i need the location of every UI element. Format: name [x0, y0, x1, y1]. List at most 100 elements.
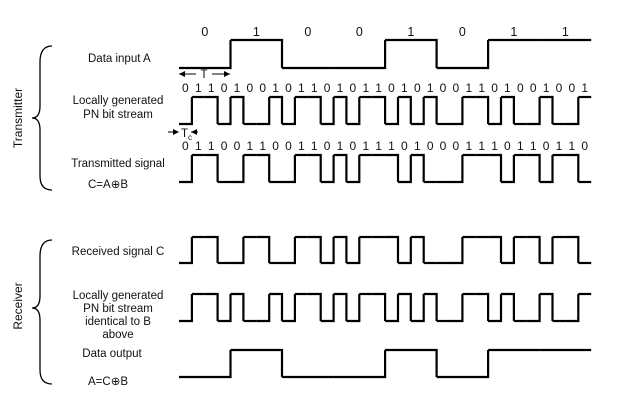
tx-bit-label: 1 [246, 139, 253, 153]
rx-pn-waveform-segment [372, 292, 387, 321]
tx-bit-label: 0 [272, 139, 279, 153]
pn-bit-label: 1 [465, 81, 472, 95]
rx-pn-waveform-segment [346, 294, 361, 323]
pn-label-line1: Locally generated [73, 95, 164, 107]
data-bit-label: 1 [562, 25, 569, 39]
tx-bit-label: 0 [453, 139, 460, 153]
rx-waveform-segment [282, 237, 296, 265]
tx-bit-label: 1 [362, 139, 369, 153]
tx-bit-label: 1 [414, 139, 421, 153]
tx-bit-label: 0 [581, 139, 588, 153]
output-label-line2: A=C⊕B [88, 376, 128, 388]
pn-waveform-segment [501, 95, 515, 124]
transmitter-brace [31, 45, 53, 191]
pn-bit-label: 0 [517, 81, 524, 95]
tx-waveform-segment [230, 155, 245, 184]
data-input-waveform-segment [436, 40, 490, 70]
tx-waveform-segment [256, 153, 271, 182]
rx-waveform-segment [230, 237, 245, 265]
pn-bit-label: 1 [581, 81, 588, 95]
output-waveform-segment [179, 350, 232, 379]
rx-label: Received signal C [72, 246, 165, 258]
rx-pn-waveform-segment [282, 294, 296, 323]
rx-waveform-segment [307, 235, 322, 263]
receiver-brace [31, 239, 53, 385]
data-input-waveform-segment [230, 38, 284, 68]
pn-bit-label: 0 [324, 81, 331, 95]
tx-bit-label: 1 [195, 139, 202, 153]
rx-pn-waveform-segment [565, 294, 580, 323]
tx-waveform-segment [282, 155, 296, 184]
pn-waveform-segment [320, 97, 335, 126]
pn-bit-label: 0 [453, 81, 460, 95]
data-bit-label: 1 [510, 25, 517, 39]
tx-waveform-segment [398, 155, 412, 184]
tx-bit-label: 0 [234, 139, 241, 153]
chip-label: Tc [181, 128, 192, 142]
pn-bit-label: 0 [221, 81, 228, 95]
tx-waveform-segment [410, 153, 425, 182]
rx-waveform-segment [501, 237, 515, 265]
pn-waveform-segment [204, 95, 219, 124]
pn-bit-label: 1 [478, 81, 485, 95]
pn-bit-label: 1 [427, 81, 434, 95]
pn-bit-label: 0 [414, 81, 421, 95]
tx-bit-label: 0 [440, 139, 447, 153]
pn-waveform-segment [449, 97, 464, 126]
pn-waveform-segment [269, 95, 284, 124]
pn-bit-label: 1 [337, 81, 344, 95]
tx-waveform-segment [346, 155, 361, 184]
rx-pn-waveform-segment [320, 294, 335, 323]
rx-waveform-segment [526, 235, 541, 263]
rx-pn-label-line1: Locally generated [73, 290, 164, 302]
pn-bit-label: 0 [440, 81, 447, 95]
pn-bit-label: 0 [556, 81, 563, 95]
rx-pn-waveform-segment [398, 292, 412, 321]
pn-bit-label: 1 [401, 81, 408, 95]
receiver-group-label: Receiver [11, 282, 25, 329]
tx-bit-label: 1 [556, 139, 563, 153]
rx-waveform [179, 235, 592, 265]
tx-waveform-segment [320, 155, 335, 184]
tx-waveform-segment [333, 153, 348, 182]
data-input-waveform [179, 38, 592, 70]
pn-bit-label: 0 [350, 81, 357, 95]
data-bit-label: 1 [253, 25, 260, 39]
transmitter-group-label: Transmitter [11, 88, 25, 148]
rx-pn-waveform-segment [501, 292, 515, 321]
pn-bit-label: 1 [311, 81, 318, 95]
tx-bit-label: 0 [543, 139, 550, 153]
tx-bit-label: 1 [491, 139, 498, 153]
output-waveform-segment [333, 350, 387, 379]
pn-bit-label: 0 [530, 81, 537, 95]
pn-bit-label: 0 [568, 81, 575, 95]
tx-bit-label: 0 [182, 139, 189, 153]
rx-waveform-segment [204, 235, 219, 263]
data-bit-label: 1 [407, 25, 414, 39]
pn-waveform-segment [372, 95, 387, 124]
data-bit-label: 0 [201, 25, 208, 39]
data-input-waveform-segment [333, 40, 387, 70]
rx-waveform-segment [346, 237, 361, 265]
tx-waveform-segment [488, 153, 503, 182]
pn-bit-label: 0 [285, 81, 292, 95]
chip-period-marker: Tc [168, 128, 198, 142]
tx-label-line2: C=A⊕B [88, 179, 128, 191]
pn-waveform-segment [307, 95, 322, 124]
rx-pn-label-line4: above [102, 329, 133, 341]
tx-waveform-segment [179, 155, 193, 184]
output-label-line1: Data output [82, 348, 142, 360]
pn-waveform-segment [475, 95, 490, 124]
pn-waveform [179, 95, 592, 126]
rx-pn-waveform-segment [449, 294, 464, 323]
pn-bit-label: 1 [543, 81, 550, 95]
tx-waveform-segment [204, 153, 219, 182]
rx-waveform-segment [410, 235, 425, 263]
rx-pn-waveform-segment [333, 292, 348, 321]
tx-bit-label: 1 [259, 139, 266, 153]
output-waveform-segment [385, 348, 438, 377]
rx-pn-waveform-segment [526, 294, 541, 323]
rx-pn-waveform-segment [539, 292, 554, 321]
